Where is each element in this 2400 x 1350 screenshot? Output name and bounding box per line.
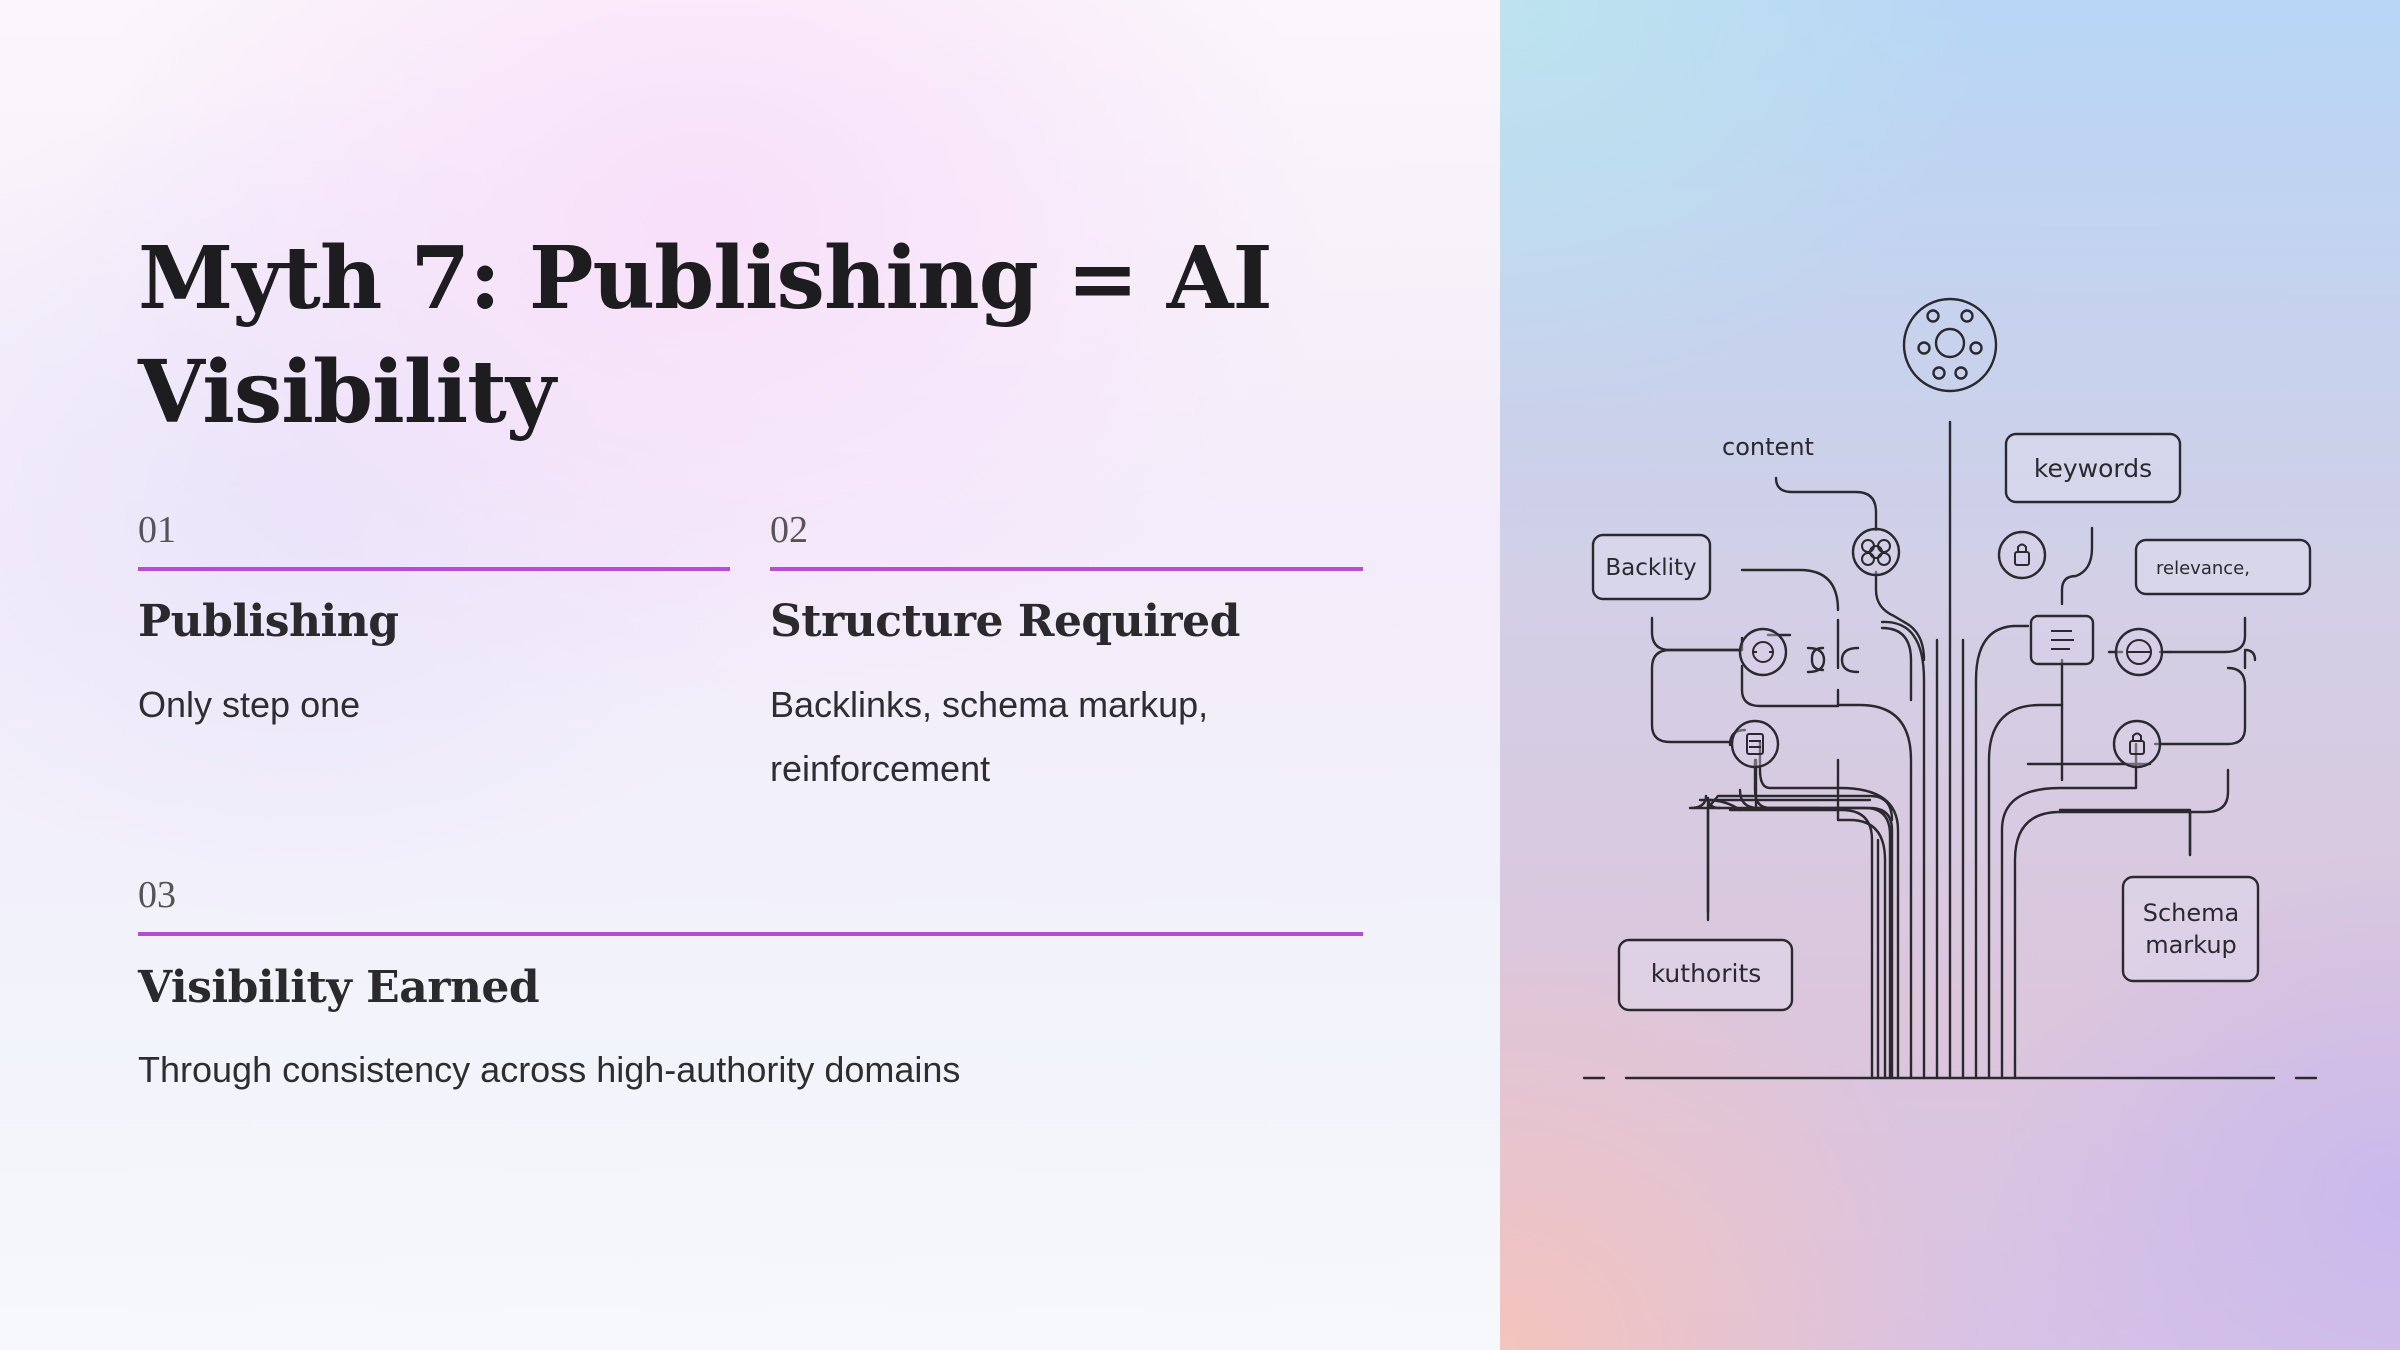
content-label: content bbox=[1722, 433, 1814, 461]
step-heading-1: Publishing bbox=[138, 596, 399, 647]
relevance-box bbox=[2134, 538, 2312, 596]
backlinks-label: Backlity bbox=[1605, 555, 1696, 581]
step-heading-3: Visibility Earned bbox=[138, 962, 540, 1013]
step-number-3: 03 bbox=[138, 874, 176, 916]
step-divider-2 bbox=[770, 567, 1363, 571]
cluster-icon bbox=[1851, 527, 1901, 577]
sync-icon bbox=[1738, 627, 1788, 677]
text-panel bbox=[0, 0, 1500, 1350]
keywords-box bbox=[2004, 432, 2182, 504]
schema-label-line2: markup bbox=[2145, 931, 2237, 959]
step-divider-3 bbox=[138, 932, 1363, 936]
authority-box bbox=[1617, 938, 1794, 1012]
tree-diagram: content keywords Backlity relevance, kut… bbox=[1582, 297, 2318, 1080]
hub-icon bbox=[1902, 297, 1998, 393]
slide-title: Myth 7: Publishing = AI Visibility bbox=[138, 228, 1273, 443]
document-icon bbox=[1730, 719, 1780, 769]
backlinks-box bbox=[1591, 533, 1712, 601]
step-number-2: 02 bbox=[770, 509, 808, 551]
lock-icon-2 bbox=[2112, 719, 2162, 769]
step-divider-1 bbox=[138, 567, 730, 571]
step-description-2: Backlinks, schema markup, reinforcement bbox=[770, 684, 1209, 789]
step-number-1: 01 bbox=[138, 509, 176, 551]
step-heading-2: Structure Required bbox=[770, 596, 1240, 647]
schema-label-line1: Schema bbox=[2143, 899, 2240, 927]
relevance-label: relevance, bbox=[2156, 558, 2250, 579]
authority-label: kuthorits bbox=[1651, 959, 1762, 988]
schema-markup-box bbox=[2121, 875, 2260, 983]
lock-icon bbox=[1997, 530, 2047, 580]
keywords-label: keywords bbox=[2034, 454, 2152, 483]
step-description-3: Through consistency across high-authorit… bbox=[138, 1049, 961, 1090]
step-description-1: Only step one bbox=[138, 684, 361, 725]
